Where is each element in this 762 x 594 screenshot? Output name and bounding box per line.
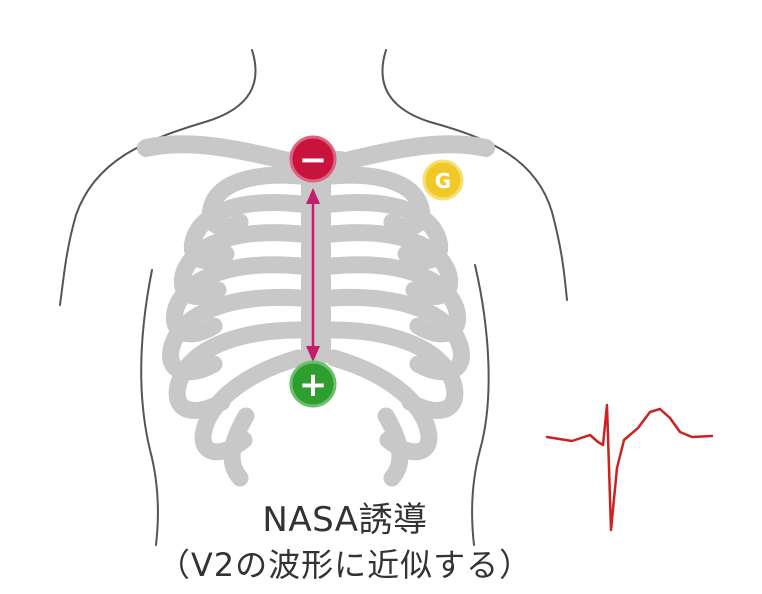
diagram-subtitle: （V2の波形に近似する） [0,540,690,586]
clavicle-left [146,144,284,160]
right-ribs [332,175,461,478]
positive-symbol: + [299,365,328,405]
ground-symbol: G [435,169,451,193]
ground-electrode: G [424,161,462,199]
right-rib-7 [334,358,429,452]
positive-electrode: + [291,362,335,406]
diagram-title: NASA誘導 [0,492,690,541]
left-ribs [171,175,300,478]
clavicle-right [350,144,486,160]
negative-symbol: − [299,140,328,180]
negative-electrode: − [291,137,335,181]
left-rib-7 [203,358,298,452]
